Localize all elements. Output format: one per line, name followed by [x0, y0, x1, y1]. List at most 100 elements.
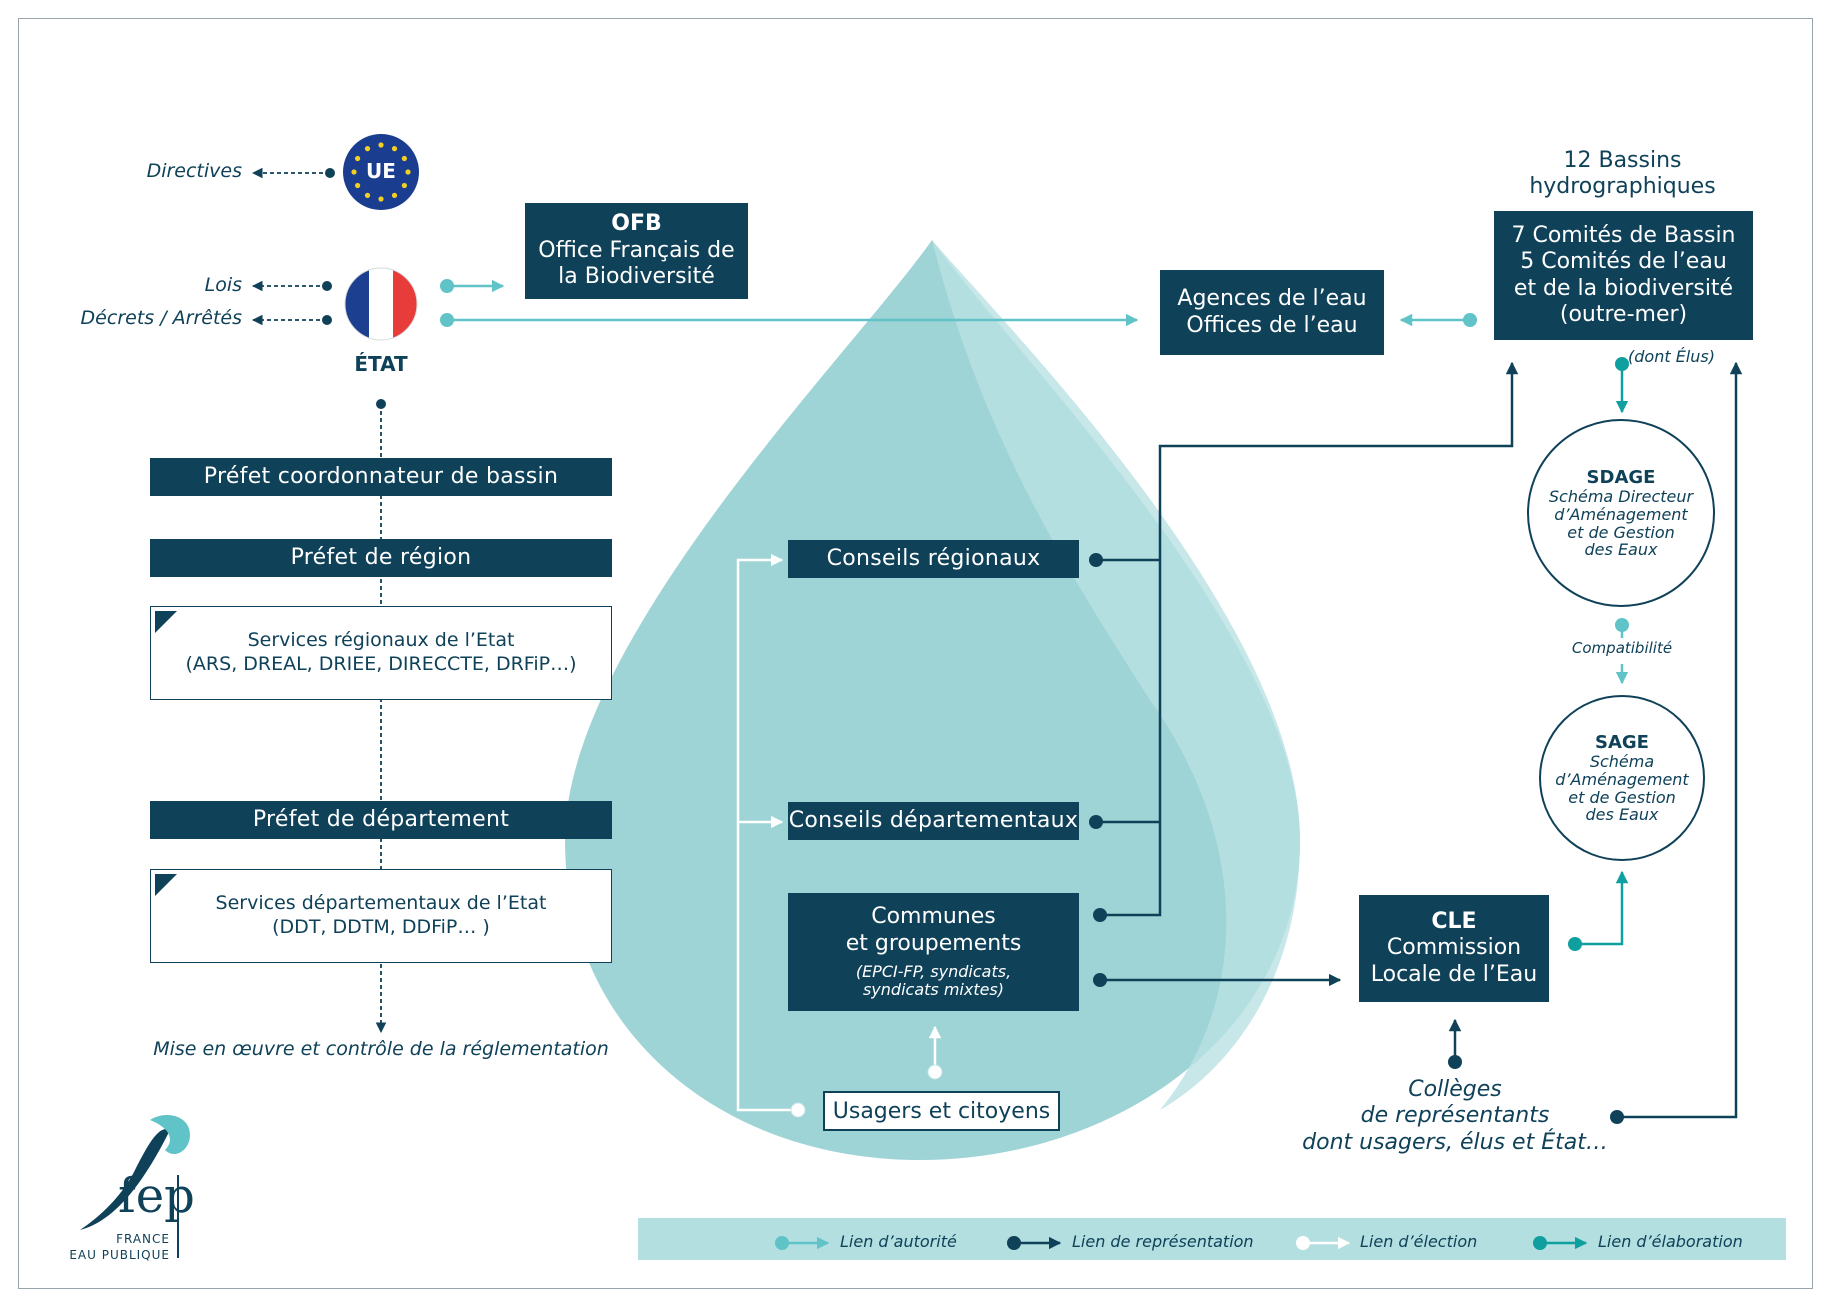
comites-line3: et de la biodiversité: [1513, 275, 1734, 301]
eu-star: [391, 192, 398, 198]
french-flag-icon: [344, 267, 418, 341]
services-regionaux-line1: Services régionaux de l’Etat: [247, 629, 515, 652]
prefet-bassin-box: Préfet coordonnateur de bassin: [150, 458, 612, 496]
ue-label: UE: [366, 159, 396, 183]
sdage-line3: et de Gestion: [1567, 522, 1675, 542]
services-regionaux-line2: (ARS, DREAL, DRIEE, DIRECCTE, DRFiP…): [185, 653, 577, 675]
logo-line1: FRANCE: [116, 1232, 170, 1246]
services-departementaux-box: Services départementaux de l’Etat (DDT, …: [150, 869, 612, 963]
eu-star: [405, 169, 411, 175]
bassins-header: 12 Bassins hydrographiques: [1475, 148, 1770, 201]
communes-bottom-dot: [1093, 973, 1107, 987]
eu-stars: [351, 142, 411, 202]
prefet-departement-box: Préfet de département: [150, 801, 612, 839]
directives-label: Directives: [146, 160, 242, 182]
eu-star: [364, 192, 371, 198]
bassins-header1: 12 Bassins: [1563, 148, 1682, 173]
colleges-line1: Collèges: [1408, 1077, 1502, 1102]
eu-flag-icon: [343, 134, 419, 210]
eu-star: [401, 155, 407, 162]
communes-line2: et groupements: [845, 930, 1022, 956]
cle-acronym: CLE: [1431, 908, 1477, 934]
conseils-departementaux-box: Conseils départementaux: [788, 802, 1079, 840]
outer-frame: [18, 18, 1813, 1289]
logo-mark: fep: [118, 1168, 195, 1224]
prefet-region-box: Préfet de région: [150, 539, 612, 577]
eu-star: [364, 146, 371, 152]
sdage-line2: d’Aménagement: [1554, 504, 1688, 524]
bassins-sdage-dot: [1615, 357, 1629, 371]
communes-box: Communes et groupements (EPCI-FP, syndic…: [788, 893, 1079, 1011]
fep-logo-icon: [80, 1115, 190, 1258]
sdage-line4: des Eaux: [1584, 540, 1658, 560]
etat-label: ÉTAT: [354, 352, 408, 376]
conseils-regionaux-dot: [1089, 553, 1103, 567]
ue-dot: [325, 168, 335, 178]
bassins-agences-dot: [1463, 313, 1477, 327]
ofb-acronym: OFB: [611, 211, 662, 237]
cle-sage-dot: [1568, 937, 1582, 951]
corner-mark: [155, 611, 177, 633]
eu-star: [401, 182, 407, 189]
cle-line2: Locale de l’Eau: [1370, 961, 1538, 987]
dont-elus-label: (dont Élus): [1628, 347, 1715, 366]
communes-line1: Communes: [871, 904, 996, 930]
legend-representation-label: Lien de représentation: [1072, 1232, 1254, 1251]
comites-bassin-box: 7 Comités de Bassin 5 Comités de l’eau e…: [1494, 211, 1753, 340]
colleges-line2: de représentants: [1360, 1103, 1550, 1129]
communes-top-dot: [1093, 908, 1107, 922]
eu-star: [378, 142, 384, 148]
eu-star: [391, 146, 398, 152]
eu-star: [378, 196, 384, 202]
legend-elaboration-dot: [1533, 1236, 1547, 1250]
communes-line3: (EPCI-FP, syndicats,: [855, 962, 1012, 981]
colleges-up-dot: [1448, 1055, 1462, 1069]
logo-line2: EAU PUBLIQUE: [69, 1247, 170, 1262]
services-departementaux-line1: Services départementaux de l’Etat: [215, 892, 547, 915]
sdage-circle: SDAGE Schéma Directeur d’Aménagement et …: [1527, 419, 1715, 607]
representation-links: [1096, 361, 1743, 1119]
logo-text: FRANCE EAU PUBLIQUE: [60, 1232, 170, 1263]
sage-line2: d’Aménagement: [1555, 769, 1689, 789]
decrets-dot: [322, 315, 332, 325]
usagers-dot: [790, 1102, 806, 1118]
agences-line1: Agences de l’eau: [1177, 286, 1367, 312]
sage-line4: des Eaux: [1585, 805, 1659, 825]
legend-election-label: Lien d’élection: [1360, 1232, 1478, 1251]
legend-election-dot: [1296, 1236, 1310, 1250]
legend-authority-dot: [775, 1236, 789, 1250]
authority-links: [447, 279, 1470, 327]
comites-line2: 5 Comités de l’eau: [1520, 249, 1727, 275]
sdage-title: SDAGE: [1586, 467, 1656, 489]
ofb-box: OFB Office Français de la Biodiversité: [525, 203, 748, 299]
legend-elaboration-label: Lien d’élaboration: [1598, 1232, 1743, 1251]
corner-mark: [155, 874, 177, 896]
eu-star: [355, 155, 361, 162]
eu-star: [351, 169, 357, 175]
compatibilite-label: Compatibilité: [1571, 639, 1673, 657]
ofb-line2: la Biodiversité: [558, 264, 715, 290]
legend-authority-label: Lien d’autorité: [840, 1232, 957, 1251]
usagers-up-dot: [927, 1064, 943, 1080]
colleges-right-dot: [1610, 1110, 1624, 1124]
cle-box: CLE Commission Locale de l’Eau: [1359, 895, 1549, 1002]
etat-ofb-dot: [440, 279, 454, 293]
usagers-box: Usagers et citoyens: [823, 1091, 1060, 1131]
comites-line1: 7 Comités de Bassin: [1511, 222, 1736, 248]
sage-line1: Schéma: [1589, 752, 1655, 772]
lois-dot: [322, 281, 332, 291]
etat-agences-dot: [440, 313, 454, 327]
dashed-links: [251, 167, 387, 1034]
cle-line1: Commission: [1386, 935, 1522, 961]
agences-box: Agences de l’eau Offices de l’eau: [1160, 270, 1384, 355]
decrets-label: Décrets / Arrêtés: [80, 307, 242, 329]
agences-line2: Offices de l’eau: [1186, 312, 1358, 338]
sdage-line1: Schéma Directeur: [1548, 487, 1694, 507]
etat-dot: [376, 399, 386, 409]
lois-label: Lois: [204, 274, 242, 296]
services-departementaux-line2: (DDT, DDTM, DDFiP… ): [272, 916, 490, 938]
ofb-line1: Office Français de: [538, 237, 735, 263]
legend-band: [638, 1218, 1786, 1260]
colleges-label: Collèges de représentants dont usagers, …: [1292, 1077, 1618, 1156]
